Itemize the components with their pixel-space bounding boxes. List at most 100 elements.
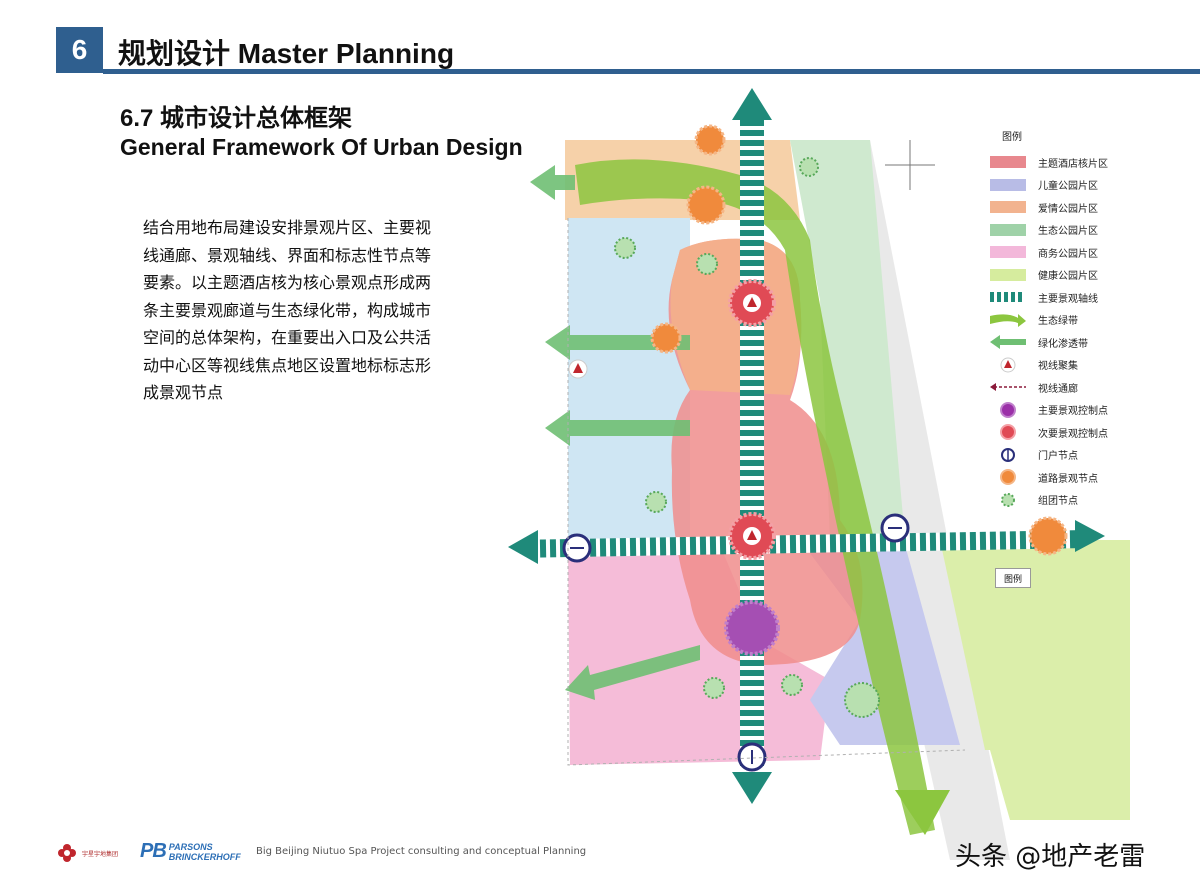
legend-item: 视线聚集 — [990, 354, 1180, 377]
legend-label: 绿化渗透带 — [1038, 338, 1088, 350]
main-axis-vertical — [740, 118, 764, 768]
cluster-node-icon — [614, 237, 636, 259]
zone-health-park-north — [940, 540, 1130, 750]
health-park-legend-tag: 图例 — [995, 568, 1031, 588]
road-node-icon — [1000, 469, 1016, 486]
road-node-icon — [686, 185, 726, 225]
sightline-focus-triangle — [747, 297, 757, 307]
body-line: 动中心区等视线焦点地区设置地标标志形 — [143, 355, 432, 375]
zone-west-blue — [568, 218, 690, 545]
legend-label: 生态绿带 — [1038, 316, 1078, 328]
legend-swatch-children-park — [990, 178, 1026, 191]
cluster-node-icon — [799, 157, 819, 177]
legend-label: 主题酒店核片区 — [1038, 158, 1108, 170]
zone-health-park-south — [990, 750, 1130, 820]
legend-label: 爱情公园片区 — [1038, 203, 1098, 215]
green-penetration-arrow-3 — [530, 165, 575, 200]
road-node-icon — [694, 124, 726, 156]
legend-item: 次要景观控制点 — [990, 421, 1180, 444]
sightline-focus-icon — [1000, 357, 1016, 373]
slide-footer: 宇星宇地集团 PB PARSONS BRINCKERHOFF Big Beiji… — [0, 836, 1200, 876]
legend-label: 组团节点 — [1038, 496, 1078, 508]
legend-item: 组团节点 — [990, 489, 1180, 512]
cluster-node-icon — [844, 682, 880, 718]
pb-line-2: BRINCKERHOFF — [168, 851, 241, 862]
source-watermark: 头条 @地产老雷 — [955, 842, 1146, 872]
road-node-icon — [1028, 516, 1068, 556]
major-control-point-icon — [724, 600, 780, 656]
cluster-node-icon — [645, 491, 667, 513]
legend-swatch-love-park — [990, 201, 1026, 214]
body-line: 结合用地布局建设安排景观片区、主要视 — [143, 218, 432, 237]
legend-label: 儿童公园片区 — [1038, 181, 1098, 193]
legend-label: 主要景观轴线 — [1038, 293, 1098, 305]
legend-item: 生态绿带 — [990, 309, 1180, 332]
legend-label: 主要景观控制点 — [1038, 406, 1108, 418]
sightline-corridor-icon — [990, 383, 1026, 392]
legend-title: 图例 — [1002, 132, 1022, 143]
legend-label: 生态公园片区 — [1038, 226, 1098, 238]
footer-logo-parsons: PB PARSONS BRINCKERHOFF — [140, 840, 241, 863]
legend-label: 视线通廊 — [1038, 383, 1078, 395]
body-line: 要素。以主题酒店核为核心景观点形成两 — [143, 273, 432, 292]
main-axis-horizontal — [534, 530, 1081, 558]
green-belt-icon — [990, 313, 1026, 327]
pb-logo-mark: PB — [140, 840, 167, 862]
project-caption: Big Beijing Niutuo Spa Project consultin… — [256, 846, 587, 857]
flower-logo-icon — [58, 844, 76, 862]
legend-swatch-hotel-core — [990, 156, 1026, 169]
cluster-node-icon — [1001, 492, 1015, 507]
gateway-node-icon — [880, 513, 910, 543]
developer-logo-text: 宇星宇地集团 — [82, 850, 119, 858]
axis-arrow-north — [732, 88, 772, 120]
green-penetration-arrow-2 — [545, 410, 690, 446]
subtitle-english: General Framework Of Urban Design — [120, 134, 523, 160]
green-belt-arrowhead — [895, 790, 950, 835]
legend-swatch-eco-park — [990, 223, 1026, 236]
plan-legend: 图例 主题酒店核片区 儿童公园片区 爱情公园片区 生态公园片区 商务公园片区 健… — [990, 128, 1180, 511]
body-paragraph: 结合用地布局建设安排景观片区、主要视 线通廊、景观轴线、界面和标志性节点等 要素… — [143, 214, 453, 407]
legend-item: 爱情公园片区 — [990, 196, 1180, 219]
section-number-badge: 6 — [56, 27, 103, 73]
gateway-node-icon — [562, 533, 592, 563]
body-line: 成景观节点 — [143, 383, 224, 402]
body-line: 空间的总体架构，在重要出入口及公共活 — [143, 328, 432, 347]
sightline-focus-triangle — [573, 363, 583, 373]
legend-item: 主题酒店核片区 — [990, 151, 1180, 174]
cluster-node-icon — [696, 253, 718, 275]
legend-label: 健康公园片区 — [1038, 271, 1098, 283]
minor-control-point-icon — [1000, 424, 1016, 441]
subtitle-chinese: 6.7 城市设计总体框架 — [120, 105, 353, 132]
slide-title: 规划设计 Master Planning — [118, 38, 455, 69]
legend-item: 健康公园片区 — [990, 264, 1180, 287]
footer-logo-developer: 宇星宇地集团 — [56, 842, 118, 864]
compass-icon — [885, 140, 935, 190]
legend-item: 绿化渗透带 — [990, 331, 1180, 354]
green-penetration-icon — [990, 335, 1026, 350]
cluster-node-icon — [781, 674, 803, 696]
legend-label: 门户节点 — [1038, 451, 1078, 463]
legend-item: 生态公园片区 — [990, 219, 1180, 242]
legend-item: 门户节点 — [990, 444, 1180, 467]
legend-item: 商务公园片区 — [990, 241, 1180, 264]
body-line: 线通廊、景观轴线、界面和标志性节点等 — [143, 245, 432, 265]
gateway-node-icon — [737, 742, 767, 772]
legend-swatch-health-park — [990, 268, 1026, 281]
legend-item: 道路景观节点 — [990, 466, 1180, 489]
axis-arrow-south — [732, 772, 772, 804]
gateway-node-icon — [1001, 447, 1015, 462]
legend-item: 主要景观控制点 — [990, 399, 1180, 422]
cluster-node-icon — [703, 677, 725, 699]
pb-logo-text: PARSONS BRINCKERHOFF — [169, 842, 241, 862]
axis-arrow-east — [1075, 520, 1105, 552]
body-line: 条主要景观廊道与生态绿化带，构成城市 — [143, 300, 432, 320]
road-node-icon — [650, 322, 682, 354]
legend-label: 视线聚集 — [1038, 361, 1078, 373]
legend-item: 儿童公园片区 — [990, 174, 1180, 197]
header-rule — [103, 69, 1200, 74]
sightline-focus-triangle — [747, 530, 757, 540]
axis-icon — [990, 292, 1026, 303]
pb-line-1: PARSONS — [168, 841, 213, 852]
green-penetration-arrow-4 — [565, 645, 700, 700]
